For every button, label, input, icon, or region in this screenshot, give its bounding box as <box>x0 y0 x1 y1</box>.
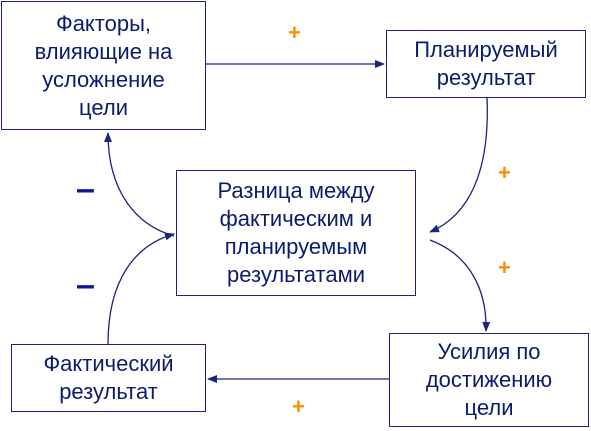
node-text-line: Планируемый <box>414 37 558 62</box>
node-goal-complicating-factors: Факторы, влияющие на усложнение цели <box>1 1 206 130</box>
node-text-line: Разница между <box>217 178 375 203</box>
node-text-line: цели <box>79 94 128 120</box>
arrow-planned-to-difference <box>429 97 488 233</box>
plus-sign-planned-difference: + <box>498 160 511 185</box>
plus-sign-factors-planned: + <box>288 20 301 45</box>
arrow-actual-to-difference <box>107 232 175 345</box>
node-result-difference: Разница между фактическим и планируемым … <box>176 170 416 296</box>
node-text-line: влияющие на <box>34 38 173 64</box>
node-text-line: фактическим и <box>219 206 373 231</box>
node-text-line: планируемым <box>224 234 368 259</box>
minus-sign-difference-factors: – <box>76 170 95 208</box>
arrow-difference-to-effort <box>429 239 491 332</box>
plus-sign-effort-actual: + <box>292 394 305 419</box>
node-text-line: Усилия по <box>437 339 541 364</box>
arrow-difference-to-factors <box>104 132 175 237</box>
node-text-line: результатами <box>227 262 365 287</box>
plus-sign-difference-effort: + <box>498 255 511 280</box>
node-text-line: результат <box>436 65 536 90</box>
node-text-line: достижению <box>425 367 553 392</box>
node-actual-result: Фактический результат <box>11 344 206 412</box>
node-text-line: результат <box>59 379 158 404</box>
node-text-line: усложнение <box>42 66 165 92</box>
node-text-line: цели <box>464 395 514 420</box>
minus-sign-actual-difference: – <box>76 266 95 304</box>
node-text-line: Факторы, <box>55 10 152 36</box>
node-goal-effort: Усилия по достижению цели <box>389 333 589 427</box>
node-planned-result: Планируемый результат <box>386 30 586 98</box>
node-text-line: Фактический <box>43 351 174 376</box>
